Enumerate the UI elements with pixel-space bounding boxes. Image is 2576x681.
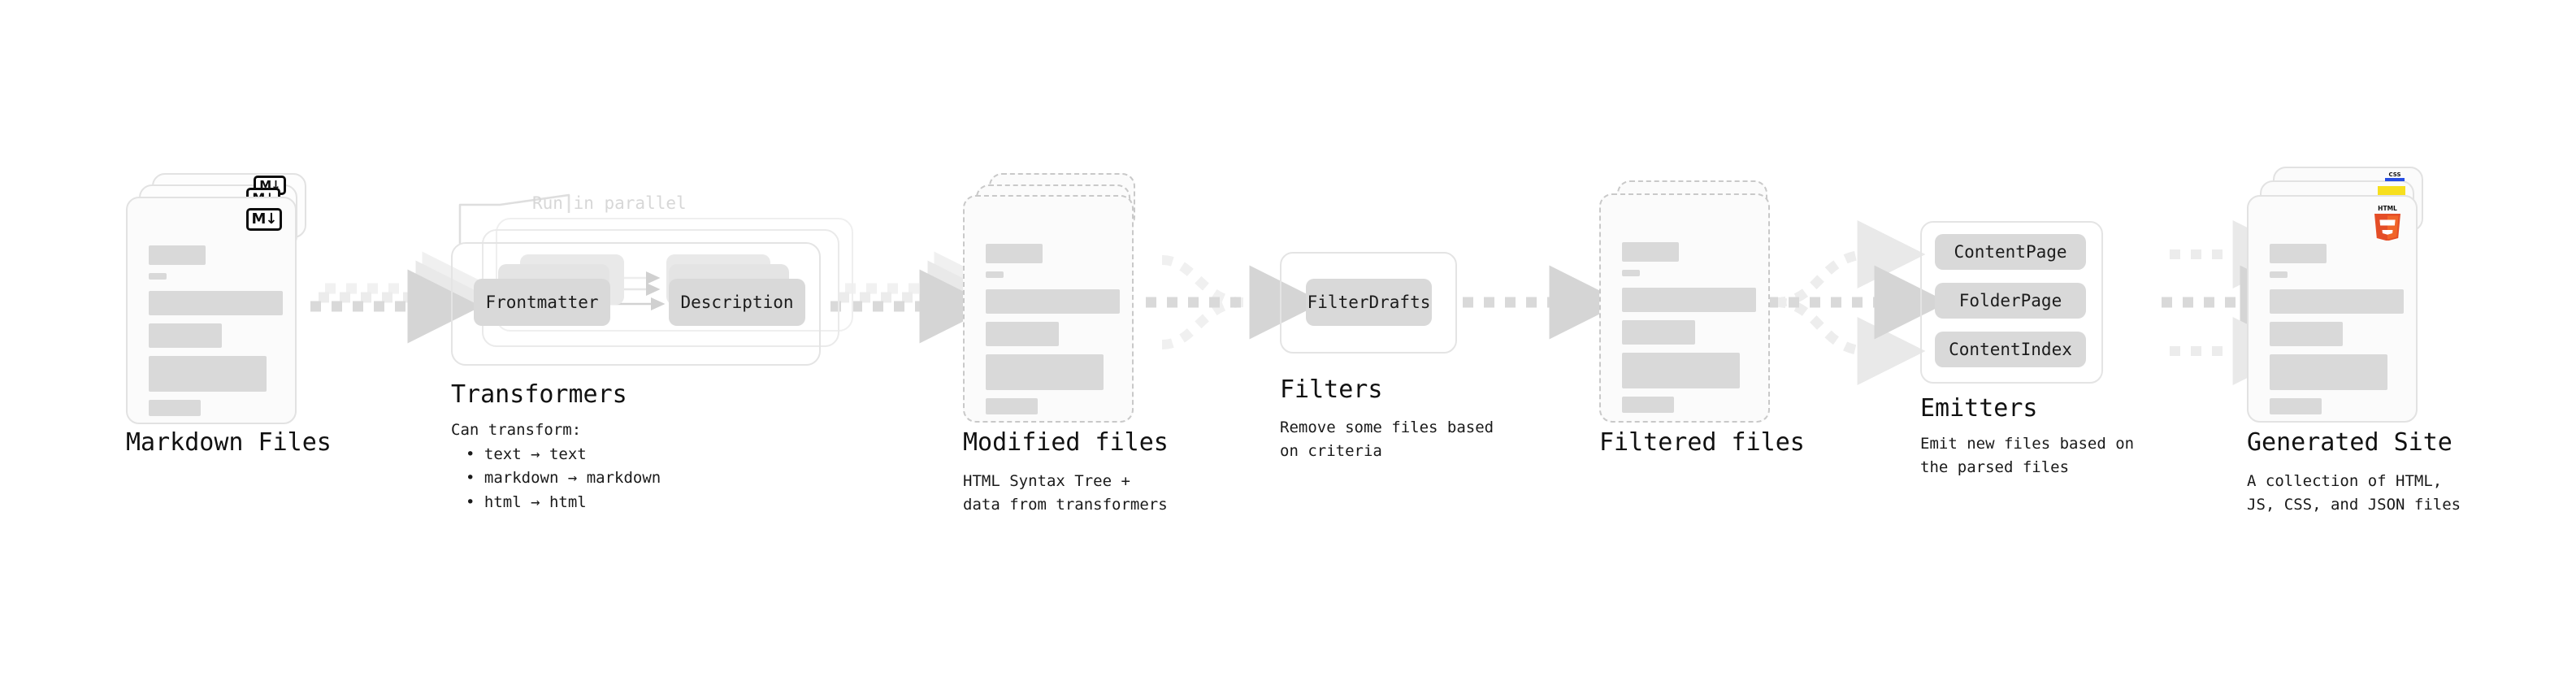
bar bbox=[986, 271, 1004, 278]
css-icon-glyph: CSS bbox=[2385, 171, 2405, 181]
chip-contentindex[interactable]: ContentIndex bbox=[1935, 332, 2086, 367]
bar bbox=[2270, 322, 2343, 346]
chip-contentpage[interactable]: ContentPage bbox=[1935, 234, 2086, 270]
bar bbox=[2270, 398, 2322, 414]
stage-title-modified-files: Modified files bbox=[963, 428, 1169, 457]
bar bbox=[149, 245, 206, 265]
modified-placeholder-bars bbox=[986, 244, 1120, 421]
run-in-parallel-label: Run in parallel bbox=[532, 193, 687, 213]
bar bbox=[2270, 289, 2404, 314]
filters-group-box bbox=[1280, 252, 1457, 354]
html5-icon: HTML bbox=[2370, 203, 2405, 244]
bar bbox=[149, 291, 283, 315]
bar bbox=[2270, 244, 2327, 263]
arrow-modified-to-filters bbox=[1146, 255, 1324, 349]
stage-caption-emitters: Emit new files based on the parsed files bbox=[1920, 435, 2135, 476]
transformer-group-front bbox=[451, 242, 821, 366]
arrow-markdown-to-transformers bbox=[310, 251, 497, 344]
filtered-card-front bbox=[1599, 193, 1770, 423]
bar bbox=[1622, 353, 1740, 388]
bar bbox=[986, 354, 1104, 390]
bar bbox=[1622, 421, 1695, 423]
bar bbox=[1622, 288, 1756, 312]
bar bbox=[149, 273, 167, 280]
bar bbox=[1622, 320, 1695, 345]
bar bbox=[149, 323, 222, 348]
site-card-front: HTML bbox=[2247, 195, 2418, 423]
markdown-card-front: M↓ bbox=[126, 197, 297, 424]
bar bbox=[1622, 242, 1679, 262]
markdown-icon-glyph: M↓ bbox=[246, 208, 282, 231]
stage-title-generated-site: Generated Site bbox=[2247, 428, 2452, 457]
chip-frontmatter[interactable]: Frontmatter bbox=[474, 279, 610, 326]
bar bbox=[2270, 354, 2387, 390]
bar bbox=[149, 400, 201, 416]
emitters-group-box bbox=[1920, 221, 2103, 384]
bar bbox=[1622, 397, 1674, 413]
stage-caption-filters: Remove some files based on criteria bbox=[1280, 419, 1494, 460]
bar bbox=[986, 289, 1120, 314]
chip-folderpage[interactable]: FolderPage bbox=[1935, 283, 2086, 319]
markdown-placeholder-bars bbox=[149, 245, 283, 423]
bullet-item-1: • markdown → markdown bbox=[466, 469, 661, 488]
stage-caption-generated-site: A collection of HTML, JS, CSS, and JSON … bbox=[2247, 472, 2461, 514]
bullet-item-0: • text → text bbox=[466, 445, 587, 463]
arrow-emitters-to-site bbox=[2162, 220, 2314, 385]
bar bbox=[149, 356, 267, 392]
bar bbox=[2270, 271, 2288, 278]
stage-caption-transformers: Can transform: bbox=[451, 421, 582, 439]
css-icon: CSS bbox=[2383, 169, 2406, 184]
stage-title-markdown-files: Markdown Files bbox=[126, 428, 332, 457]
stage-title-filters: Filters bbox=[1280, 375, 1383, 404]
stage-title-transformers: Transformers bbox=[451, 380, 627, 409]
stage-title-emitters: Emitters bbox=[1920, 394, 2038, 423]
transformer-group-back-2 bbox=[496, 218, 853, 332]
site-placeholder-bars bbox=[2270, 244, 2404, 421]
html5-icon-glyph: HTML bbox=[2374, 205, 2400, 241]
chip-filterdrafts[interactable]: FilterDrafts bbox=[1306, 279, 1432, 326]
filtered-placeholder-bars bbox=[1622, 242, 1756, 423]
transformers-bullet-list: • text → text • markdown → markdown • html… bbox=[466, 443, 661, 514]
bullet-item-2: • html → html bbox=[466, 492, 587, 511]
stage-title-filtered-files: Filtered files bbox=[1599, 428, 1805, 457]
chip-description[interactable]: Description bbox=[669, 279, 805, 326]
bar bbox=[986, 398, 1038, 414]
arrow-filtered-to-emitters bbox=[1767, 220, 1949, 385]
svg-text:CSS: CSS bbox=[2388, 171, 2400, 178]
stage-caption-modified-files: HTML Syntax Tree + data from transformer… bbox=[963, 472, 1168, 514]
bar bbox=[1622, 270, 1640, 276]
bar bbox=[986, 244, 1043, 263]
markdown-icon: M↓ bbox=[246, 208, 282, 231]
svg-text:HTML: HTML bbox=[2378, 205, 2397, 212]
bar bbox=[986, 322, 1059, 346]
modified-card-front bbox=[963, 195, 1134, 423]
